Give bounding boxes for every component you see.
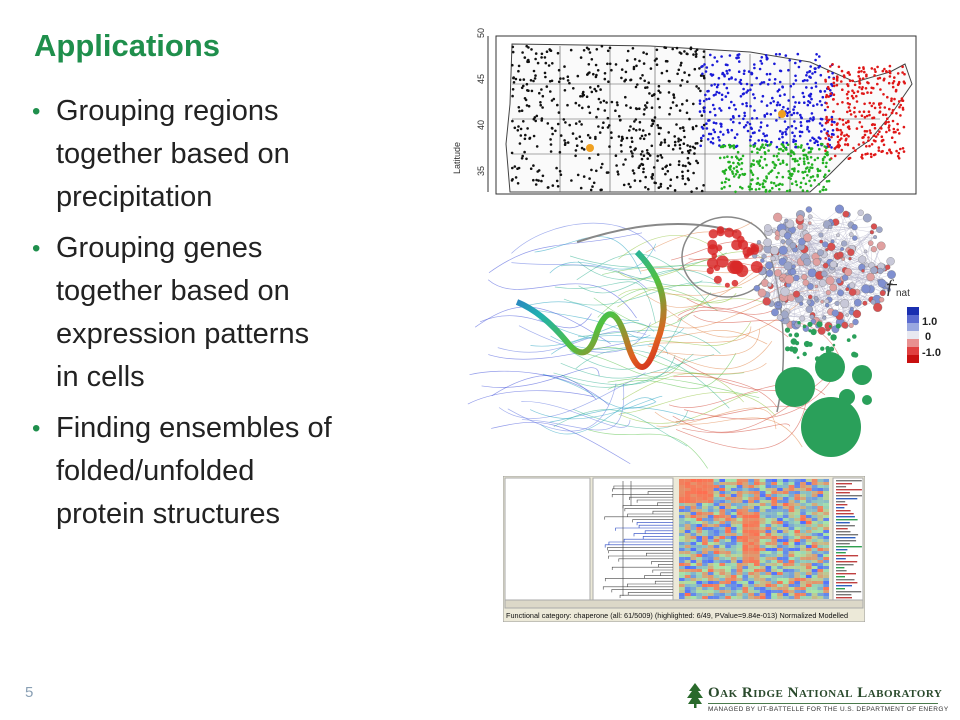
logo-tagline: MANAGED BY UT-BATTELLE FOR THE U.S. DEPA…: [708, 706, 949, 713]
map-marker: [586, 144, 594, 152]
bullet-line: protein structures: [56, 498, 281, 530]
heatmap-cells: [679, 479, 829, 599]
map-tick: 45: [476, 74, 486, 84]
map-marker: [778, 110, 786, 118]
slide-title: Applications: [34, 28, 221, 63]
status-bar-text: Functional category: chaperone (all: 61/…: [506, 611, 848, 620]
bullet-line: together based on: [56, 138, 290, 170]
map-tick: 50: [476, 28, 486, 38]
bullet-dot-icon: •: [32, 415, 41, 442]
map-station-dots: [510, 44, 906, 194]
logo-divider: [708, 703, 938, 704]
horizontal-scrollbar[interactable]: [504, 599, 864, 609]
bullet-line: Finding ensembles of: [56, 412, 332, 444]
logo-name: Oak Ridge National Laboratory: [708, 685, 943, 701]
oak-tree-logo-icon: [687, 683, 703, 708]
legend-symbol: f: [887, 276, 895, 296]
gene-expression-heatmap: Functional category: chaperone (all: 61/…: [503, 476, 865, 622]
fnat-legend: f nat 1.0 0 -1.0: [887, 276, 941, 363]
map-tick: 40: [476, 120, 486, 130]
legend-tick: -1.0: [922, 347, 941, 359]
gene-labels: [836, 480, 862, 599]
dendrogram: [602, 481, 673, 598]
bullet-dot-icon: •: [32, 235, 41, 262]
bullet-line: in cells: [56, 361, 145, 393]
bullet-line: Grouping genes: [56, 232, 263, 264]
bullet-proteins: • Finding ensembles of folded/unfolded p…: [30, 407, 440, 536]
us-cluster-map: Latitude 50 45 40 35: [450, 24, 920, 196]
bullet-genes: • Grouping genes together based on expre…: [30, 227, 440, 399]
map-tick: 35: [476, 166, 486, 176]
bullet-line: Grouping regions: [56, 95, 279, 127]
network-cluster-graph: [706, 204, 896, 362]
legend-tick: 1.0: [922, 316, 937, 328]
protein-network-figure: f nat 1.0 0 -1.0: [467, 204, 941, 469]
bullet-line: folded/unfolded: [56, 455, 255, 487]
bullet-line: expression patterns: [56, 318, 310, 350]
bullet-line: together based on: [56, 275, 290, 307]
bullet-list: • Grouping regions together based on pre…: [30, 90, 440, 544]
legend-subscript: nat: [896, 288, 910, 299]
bullet-dot-icon: •: [32, 98, 41, 125]
page-number: 5: [25, 684, 34, 701]
protein-strand-ensemble: [467, 221, 842, 469]
map-ylabel: Latitude: [452, 142, 462, 174]
network-bubbles: [775, 352, 872, 457]
bullet-regions: • Grouping regions together based on pre…: [30, 90, 440, 219]
legend-tick: 0: [925, 331, 931, 343]
bullet-line: precipitation: [56, 181, 213, 213]
